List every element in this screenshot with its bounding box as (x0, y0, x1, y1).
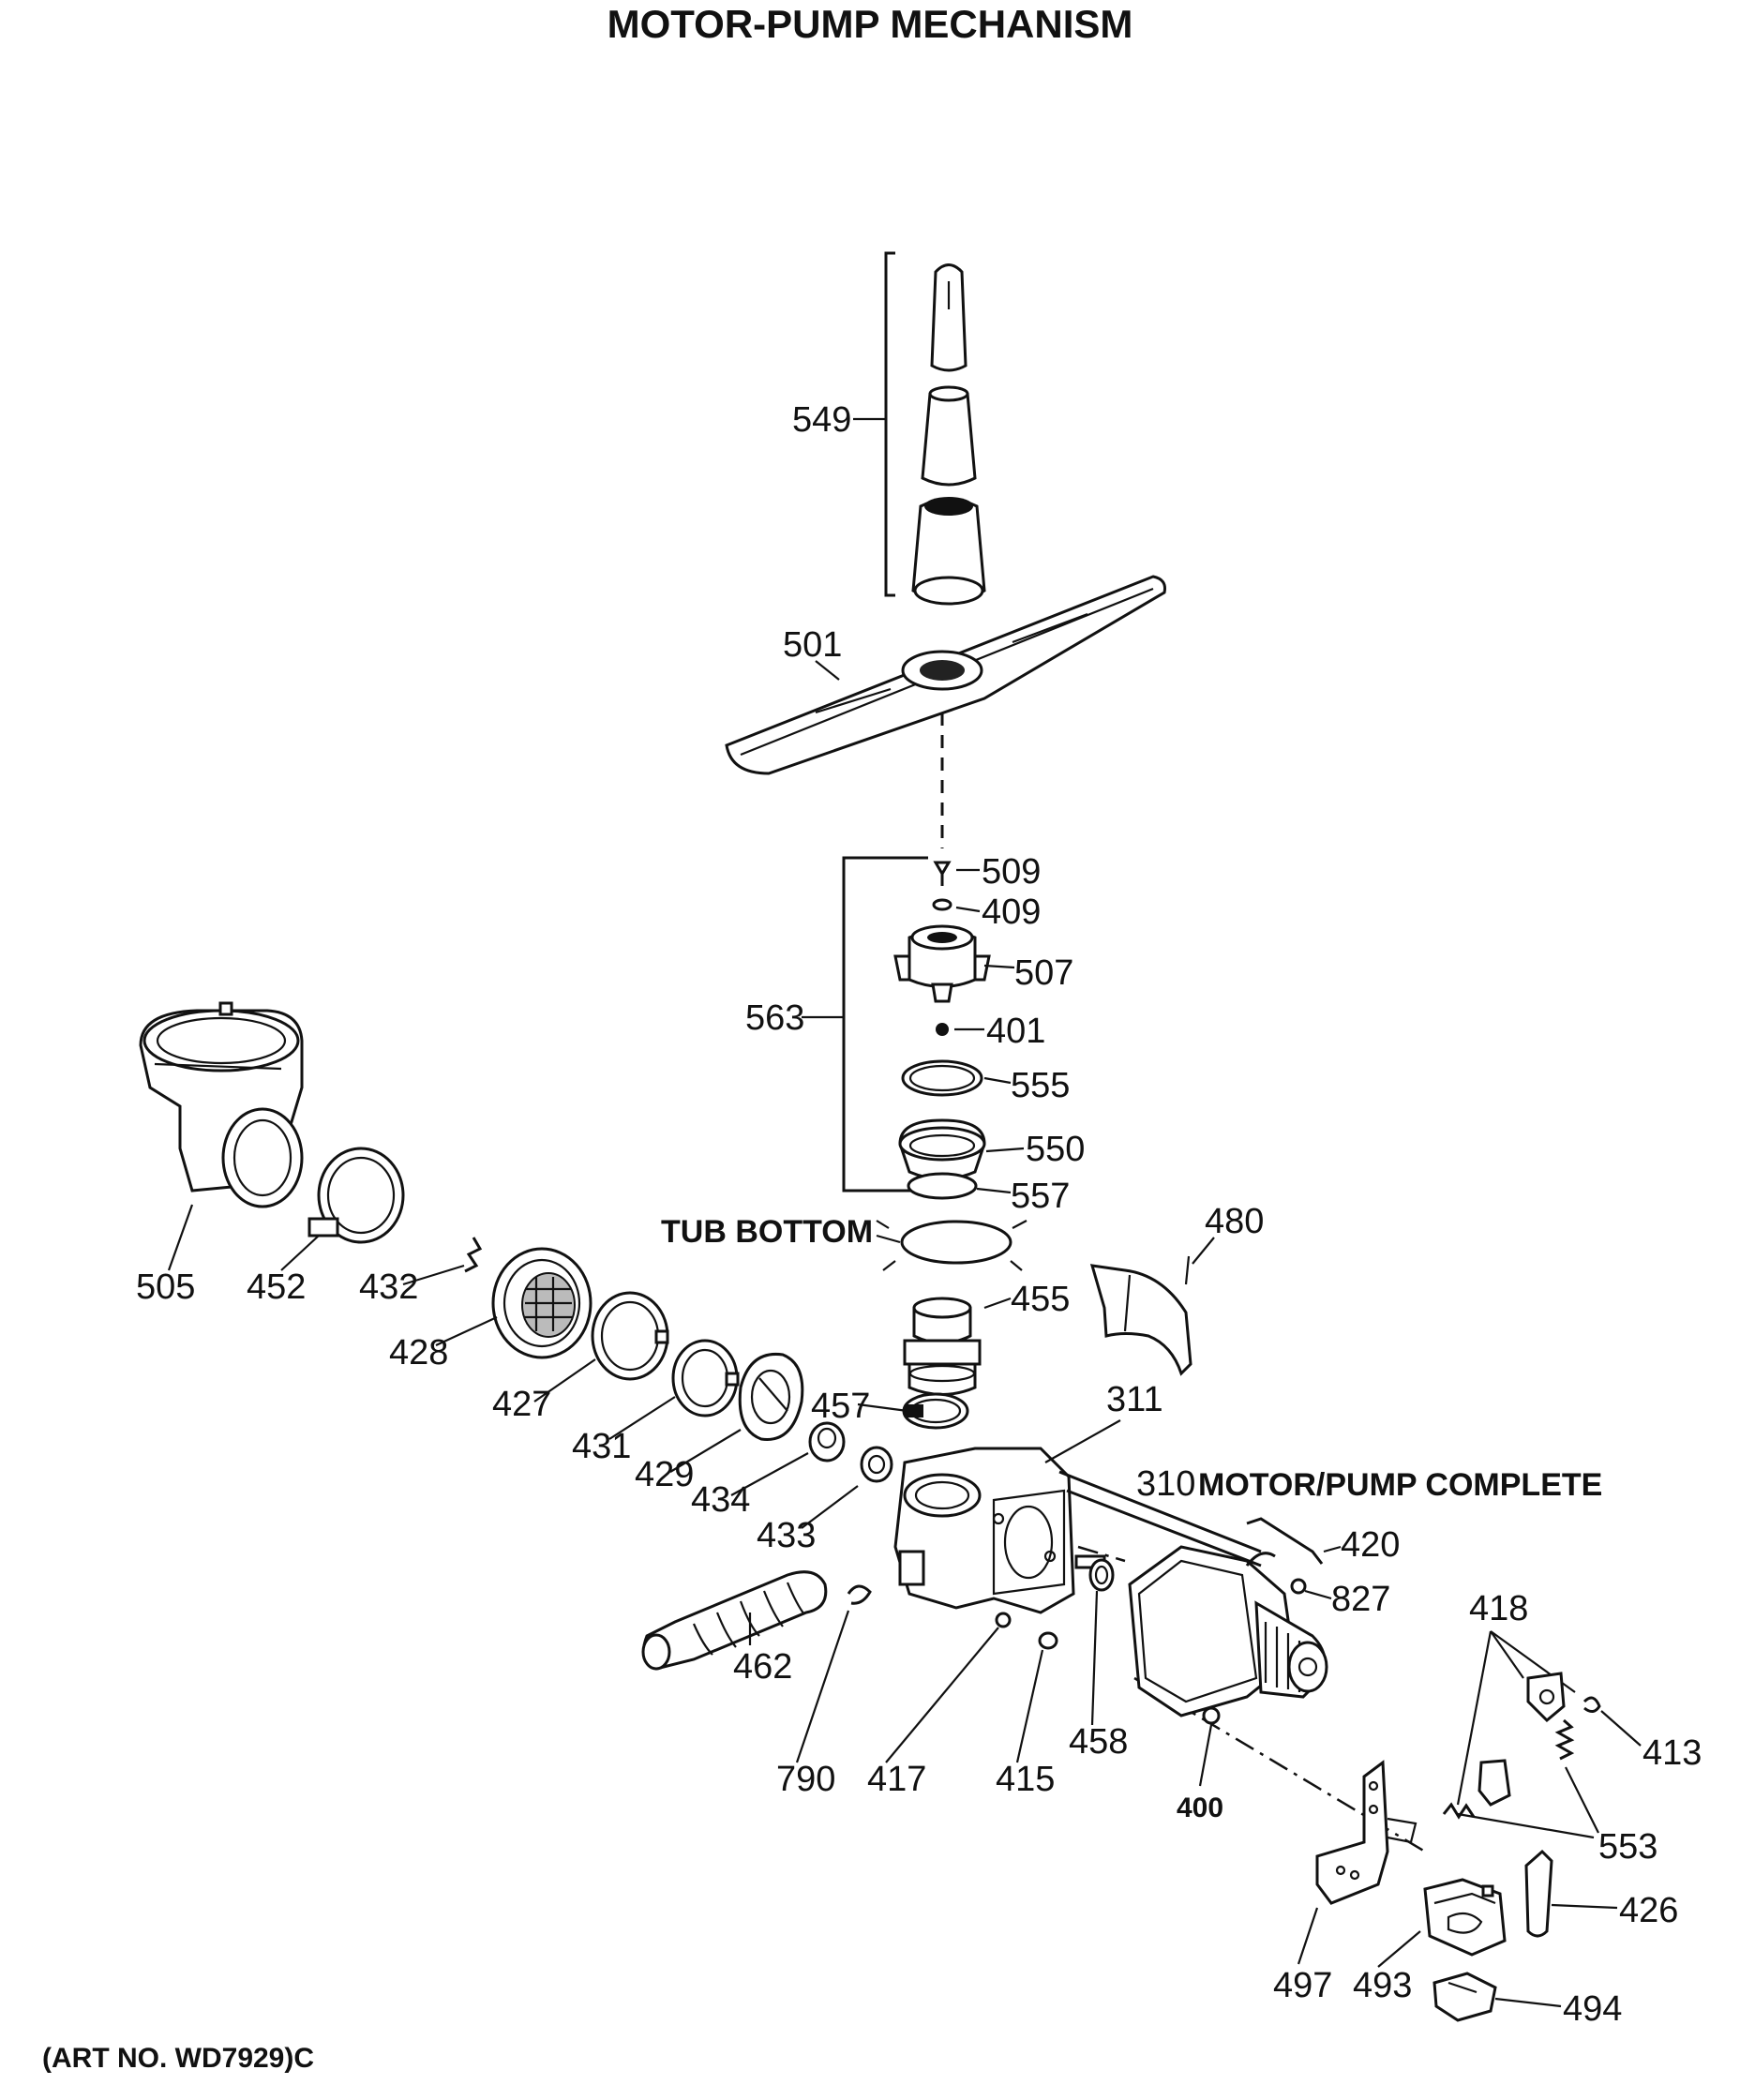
part-label-409: 409 (982, 892, 1041, 932)
part-label-480: 480 (1205, 1202, 1264, 1241)
part-label-505: 505 (136, 1268, 195, 1307)
actuator-494 (1432, 1972, 1497, 2022)
part-label-458: 458 (1069, 1722, 1128, 1762)
part-label-432: 432 (359, 1268, 418, 1307)
lever-418b (1478, 1759, 1511, 1807)
part-label-563: 563 (745, 998, 804, 1038)
motor-pump-complete-label: MOTOR/PUMP COMPLETE (1198, 1467, 1602, 1503)
part-label-426: 426 (1619, 1891, 1678, 1930)
clamp-452 (308, 1147, 405, 1244)
washer-415 (1038, 1631, 1058, 1650)
part-label-420: 420 (1341, 1525, 1400, 1565)
part-label-452: 452 (247, 1268, 306, 1307)
part-label-509: 509 (982, 852, 1041, 892)
part-label-413: 413 (1642, 1733, 1702, 1773)
screw-827 (1290, 1578, 1307, 1595)
screw-400 (1202, 1706, 1221, 1725)
pump-body-311 (893, 1447, 1075, 1614)
wire-420 (1246, 1517, 1324, 1565)
part-label-418: 418 (1469, 1589, 1528, 1628)
housing-455 (903, 1297, 982, 1396)
clip-790 (847, 1584, 872, 1605)
part-label-427: 427 (492, 1385, 551, 1424)
motor-310 (1128, 1545, 1328, 1718)
art-number: (ART NO. WD7929)C (42, 2043, 314, 2074)
part-label-417: 417 (867, 1760, 926, 1799)
cap-434 (808, 1421, 846, 1462)
part-label-457: 457 (811, 1387, 870, 1426)
tub-bottom-label: TUB BOTTOM (661, 1214, 873, 1250)
part-label-434: 434 (691, 1480, 750, 1520)
seal-458 (1074, 1554, 1115, 1592)
part-label-550: 550 (1026, 1130, 1085, 1169)
tub-bottom-opening (900, 1220, 1012, 1265)
hub-507 (893, 924, 991, 1003)
bracket-497 (1315, 1760, 1418, 1905)
part-label-553: 553 (1598, 1827, 1658, 1867)
part-label-429: 429 (635, 1455, 694, 1494)
shield-480 (1089, 1255, 1192, 1376)
part-label-557: 557 (1011, 1177, 1070, 1216)
seal-433 (860, 1446, 893, 1483)
worm-shaft-462 (641, 1570, 828, 1671)
part-label-428: 428 (389, 1333, 448, 1372)
ball-401 (936, 1023, 949, 1036)
part-label-555: 555 (1011, 1066, 1070, 1105)
diagram-title: MOTOR-PUMP MECHANISM (608, 2, 1133, 46)
part-label-455: 455 (1011, 1280, 1070, 1319)
spring-432 (464, 1237, 483, 1273)
ring-557 (907, 1172, 978, 1200)
ring-555 (901, 1059, 983, 1097)
impeller-429 (738, 1352, 804, 1441)
lever-418a (1526, 1672, 1566, 1723)
part-label-401: 401 (986, 1012, 1045, 1051)
part-label-415: 415 (996, 1760, 1055, 1799)
part-label-827: 827 (1331, 1580, 1390, 1619)
part-label-493: 493 (1353, 1966, 1412, 2005)
part-label-462: 462 (733, 1647, 792, 1687)
ring-427 (591, 1291, 669, 1381)
ring-431 (671, 1339, 740, 1418)
spring-553a (1554, 1718, 1575, 1761)
part-label-433: 433 (757, 1516, 816, 1555)
washer-417 (995, 1612, 1012, 1628)
spray-tube-549 (884, 251, 986, 606)
part-label-501: 501 (783, 625, 842, 665)
pin-426 (1524, 1849, 1553, 1938)
spray-arm-501 (725, 575, 1166, 775)
spring-553b (1442, 1802, 1476, 1820)
part-label-549: 549 (792, 400, 851, 440)
cup-550 (898, 1118, 986, 1180)
screw-509 (933, 861, 952, 886)
part-label-494: 494 (1563, 1989, 1622, 2029)
part-label-497: 497 (1273, 1966, 1332, 2005)
part-label-311: 311 (1106, 1380, 1163, 1419)
filter-428 (491, 1247, 592, 1359)
part-label-400: 400 (1177, 1792, 1223, 1823)
part-label-507: 507 (1014, 953, 1073, 993)
clamp-457 (902, 1392, 969, 1430)
part-label-790: 790 (776, 1760, 835, 1799)
part-label-310: 310 (1136, 1464, 1195, 1504)
part-label-431: 431 (572, 1427, 631, 1466)
clip-413 (1582, 1696, 1601, 1713)
sump-505 (139, 1001, 304, 1208)
switch-493 (1423, 1878, 1507, 1957)
washer-409 (932, 898, 952, 911)
